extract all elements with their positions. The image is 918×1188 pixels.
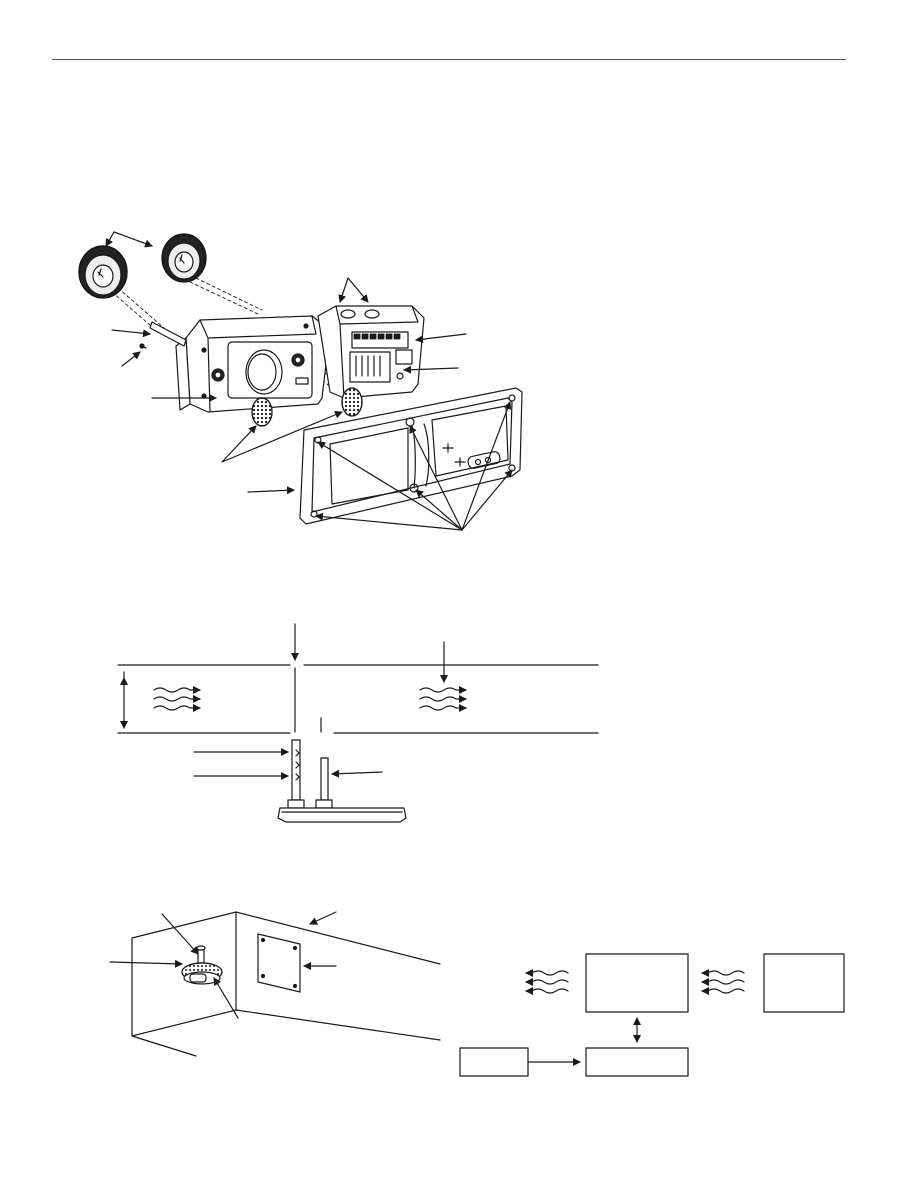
filter-ring-left [79, 246, 127, 298]
housing-right [318, 306, 424, 398]
sampling-tube [140, 322, 186, 348]
block-left [460, 1048, 528, 1076]
leader-arrow [331, 769, 382, 778]
leader-arrow [106, 232, 114, 247]
block-diagram [460, 954, 844, 1076]
header-rule [52, 59, 846, 60]
mounted-detector [182, 946, 222, 984]
duct-perspective [132, 912, 440, 1056]
leader-arrow-fan [315, 401, 513, 530]
leader-arrow [348, 278, 369, 303]
leader-arrow [248, 486, 295, 495]
leader-arrow [122, 351, 141, 366]
access-panel [258, 934, 300, 992]
leader-arrow [162, 914, 199, 955]
cover-plate [300, 388, 522, 524]
leader-arrow [403, 365, 458, 374]
leader-arrow [110, 959, 183, 968]
detector-base [278, 800, 406, 822]
leader-arrow [338, 278, 348, 303]
knurled-plug-left [252, 398, 272, 426]
leader-arrow [309, 912, 336, 925]
leader-arrow [222, 411, 343, 462]
leader-arrow [112, 329, 151, 338]
block-main [586, 954, 688, 1012]
leader-arrow [222, 425, 257, 462]
block-bottom [586, 1048, 688, 1076]
filter-ring-right [162, 234, 206, 282]
leader-arrow [415, 334, 466, 344]
knurled-plug-right [342, 388, 362, 416]
airflow-left [154, 686, 201, 712]
airflow-right [420, 686, 467, 712]
airflow-block-right [701, 969, 744, 995]
leader-arrow [114, 232, 153, 248]
block-right [764, 954, 844, 1012]
airflow-block-left [525, 969, 568, 995]
leader-arrow [214, 977, 238, 1018]
